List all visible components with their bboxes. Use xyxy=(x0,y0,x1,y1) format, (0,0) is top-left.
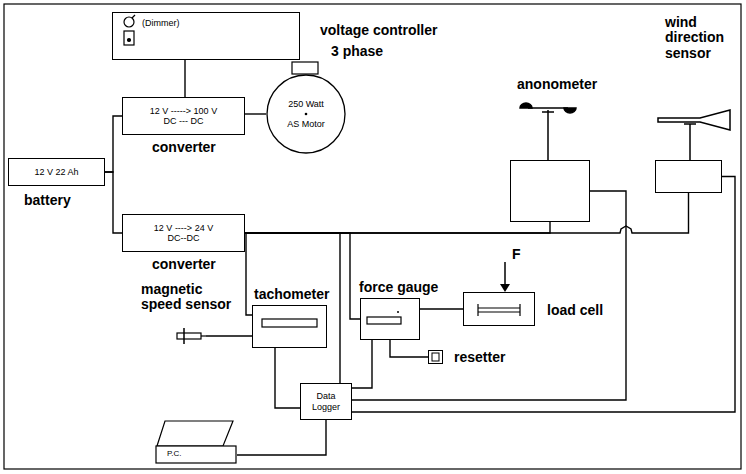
laptop-lid xyxy=(157,421,233,446)
sensor-body xyxy=(177,333,201,339)
component-label: P.C. xyxy=(166,449,183,458)
component-label: (Dimmer) xyxy=(141,18,181,28)
force-arrow xyxy=(504,262,506,286)
wire xyxy=(184,60,185,97)
wire xyxy=(352,340,372,388)
wire xyxy=(206,335,252,336)
vane-tail xyxy=(658,110,730,130)
frame-border xyxy=(4,4,741,469)
tachometer-box: tachometer xyxy=(252,305,327,348)
dimmer-knob xyxy=(124,15,135,45)
wire xyxy=(105,116,122,172)
wire xyxy=(245,233,340,383)
motor-circle-outline xyxy=(266,74,346,154)
speed-sensor-symbol: magnetic speed sensor xyxy=(176,328,206,344)
knob-dial xyxy=(124,17,134,27)
box-text: 12 V ----> 24 V DC--DC xyxy=(154,223,213,244)
anemometer-box: anonometer xyxy=(510,160,590,222)
tachometer-display xyxy=(262,319,317,327)
knob-pointer xyxy=(132,15,135,18)
converter-box: 12 V -----> 100 V DC --- DCconverter xyxy=(122,97,245,135)
component-label: voltage controller xyxy=(319,23,438,38)
wire xyxy=(245,233,252,315)
laptop-base xyxy=(156,446,236,463)
wire xyxy=(245,113,266,114)
sensor-lead xyxy=(201,335,206,336)
wire xyxy=(352,177,735,413)
knob-body xyxy=(124,31,134,45)
anemometer-cup xyxy=(564,108,576,113)
wire xyxy=(245,222,550,233)
force-label: F xyxy=(511,246,522,262)
load-cell-box: load cell xyxy=(463,292,535,326)
anemometer-arm xyxy=(528,107,568,109)
gauge-dot xyxy=(397,311,399,313)
gauge-display xyxy=(367,317,401,324)
box-text: 12 V -----> 100 V DC --- DC xyxy=(150,106,217,127)
component-label: converter xyxy=(151,257,217,272)
component-label: anonometer xyxy=(516,77,598,92)
vane-pivot xyxy=(684,123,696,125)
battery-box: 12 V 22 Ahbattery xyxy=(8,158,105,186)
force-gauge-box: force gauge xyxy=(360,298,420,340)
component-label: resetter xyxy=(453,350,506,365)
component-label: wind direction sensor xyxy=(664,15,725,61)
wire xyxy=(352,191,626,400)
anemometer-symbol xyxy=(520,103,576,160)
laptop: P.C. xyxy=(155,420,237,464)
beam-end xyxy=(519,304,520,316)
beam-end xyxy=(477,304,478,316)
wire xyxy=(420,308,463,309)
box-text: 250 Watt AS Motor xyxy=(287,94,325,134)
motor-circle: 3 phase250 Watt AS Motor xyxy=(266,74,346,154)
motor-dot xyxy=(305,113,308,116)
anemometer-mast xyxy=(547,110,549,160)
wire xyxy=(245,193,689,233)
vane-mast xyxy=(689,124,691,160)
box-text: 12 V 22 Ah xyxy=(34,167,78,177)
sensor-flange xyxy=(183,328,185,344)
motor-terminal-box xyxy=(292,62,318,74)
box-text: Data Logger xyxy=(312,391,340,412)
speed-sensor-symbol-outline xyxy=(176,328,206,344)
resetter-box: resetter xyxy=(428,350,443,364)
beam-bar xyxy=(478,311,520,312)
component-label: force gauge xyxy=(358,280,439,295)
motor-outline xyxy=(267,75,345,153)
wire xyxy=(237,420,326,455)
component-label: battery xyxy=(23,193,72,208)
force-arrowhead xyxy=(500,284,510,292)
anemometer-hub xyxy=(542,111,554,113)
knob-dot xyxy=(128,39,131,42)
load-cell-beam xyxy=(478,304,520,316)
wire xyxy=(105,172,122,233)
component-label: magnetic speed sensor xyxy=(140,282,232,313)
anemometer-cup xyxy=(520,103,532,108)
wire xyxy=(245,233,360,319)
wire xyxy=(390,340,428,357)
controller-box: (Dimmer)voltage controller xyxy=(112,12,300,60)
wire xyxy=(275,348,300,408)
resetter-button xyxy=(432,353,439,361)
component-label: load cell xyxy=(546,303,604,318)
component-label: 3 phase xyxy=(330,44,384,59)
wind-vane-symbol xyxy=(658,110,730,160)
wind-sensor-box: wind direction sensor xyxy=(655,160,722,193)
component-label: tachometer xyxy=(253,287,330,302)
data-logger-box: Data Logger xyxy=(300,383,352,420)
beam-bar xyxy=(478,307,520,308)
converter-box: 12 V ----> 24 V DC--DCconverter xyxy=(122,214,245,252)
component-label: converter xyxy=(151,140,217,155)
